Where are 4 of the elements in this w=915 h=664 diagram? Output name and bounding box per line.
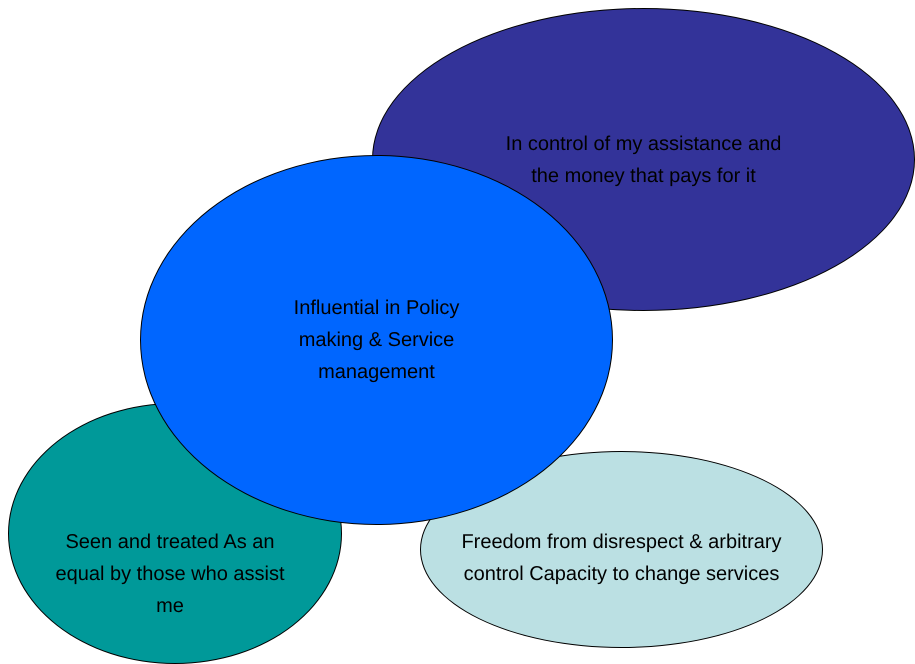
ellipse-label: Influential in Policy making & Service management <box>292 296 460 385</box>
ellipse-label: Freedom from disrespect & arbitrary control Capacity to change services <box>460 530 783 586</box>
ellipse-label: In control of my assistance and the money that pays for it <box>504 132 782 188</box>
ellipse-label: Seen and treated As an equal by those who assist me <box>54 530 286 618</box>
